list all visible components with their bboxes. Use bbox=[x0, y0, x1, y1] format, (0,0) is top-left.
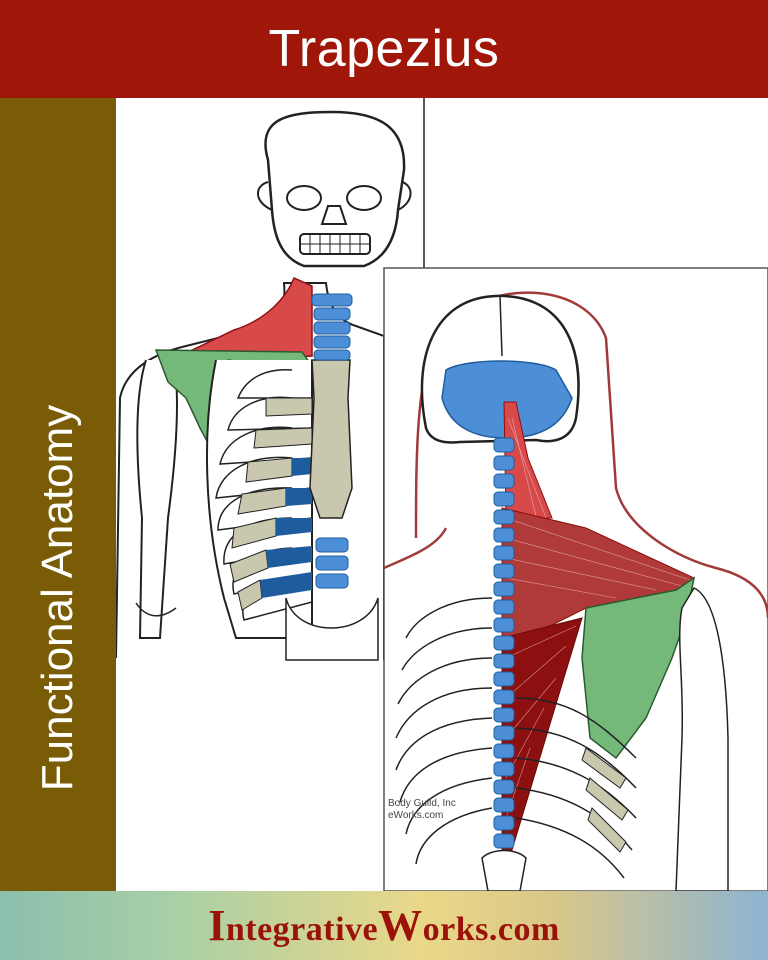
anatomy-illustration: Body Guild, Inc eWorks.com bbox=[116, 98, 768, 891]
skull bbox=[257, 110, 412, 268]
posterior-lower-trapezius bbox=[501, 617, 583, 851]
sternum bbox=[309, 359, 353, 519]
trapezius-fibers bbox=[505, 417, 691, 819]
title-banner: Trapezius bbox=[0, 0, 768, 98]
anterior-cervical-spine bbox=[311, 293, 353, 361]
anterior-lumbar-spine bbox=[315, 537, 349, 589]
footer-banner: IntegrativeWorks.com bbox=[0, 891, 768, 960]
occipital-bone bbox=[441, 360, 573, 439]
posterior-view: Body Guild, Inc eWorks.com bbox=[383, 267, 768, 891]
anterior-costal-cartilage bbox=[229, 397, 313, 611]
anterior-view bbox=[116, 98, 425, 661]
pelvis bbox=[285, 597, 379, 661]
sacrum bbox=[481, 849, 527, 891]
brand-cap-1: I bbox=[208, 901, 226, 950]
posterior-spine bbox=[493, 437, 515, 849]
sidebar-banner: Functional Anatomy bbox=[0, 98, 116, 891]
brand-rest-1: ntegrative bbox=[225, 911, 379, 948]
posterior-scapula bbox=[581, 576, 696, 760]
brand-name[interactable]: IntegrativeWorks.com bbox=[208, 900, 560, 951]
page-title: Trapezius bbox=[268, 20, 500, 78]
brand-rest-2: orks.com bbox=[422, 911, 560, 948]
copyright-line-1: Body Guild, Inc bbox=[388, 798, 456, 809]
posterior-arm bbox=[675, 587, 729, 891]
posterior-costal-cartilage bbox=[581, 747, 629, 853]
copyright-line-2: eWorks.com bbox=[388, 810, 443, 821]
brand-cap-2: W bbox=[378, 901, 423, 950]
sidebar-title: Functional Anatomy bbox=[33, 404, 82, 792]
anterior-arm-outline bbox=[136, 359, 178, 639]
